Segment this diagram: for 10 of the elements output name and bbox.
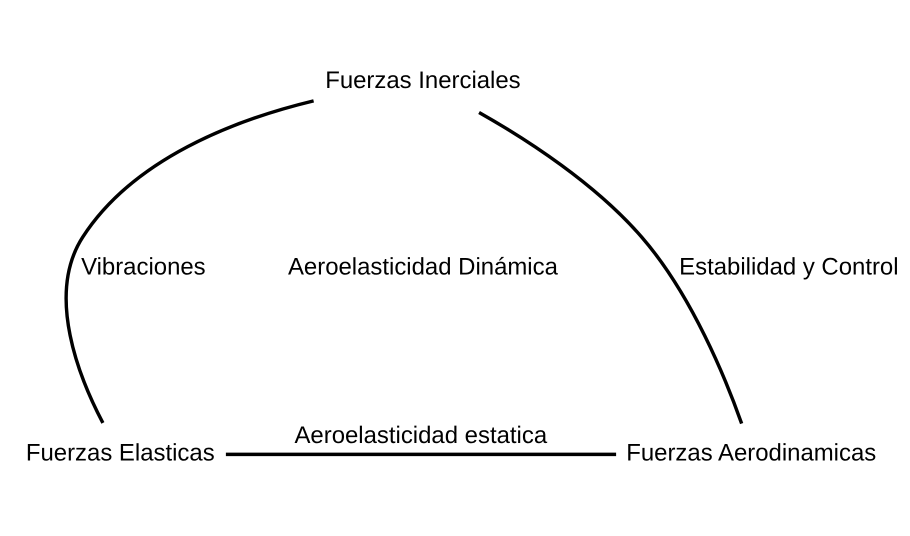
connector bbox=[226, 452, 616, 456]
connector bbox=[64, 99, 314, 424]
connector bbox=[478, 110, 744, 424]
node-text: Fuerzas Elasticas bbox=[26, 440, 215, 467]
edge-label: Estabilidad y Control bbox=[679, 253, 899, 280]
node-text: Fuerzas Aerodinamicas bbox=[626, 440, 876, 467]
edge-label: Aeroelasticidad estatica bbox=[294, 422, 548, 449]
label: Aeroelasticidad Dinámica bbox=[288, 253, 558, 280]
node-text: Fuerzas Inerciales bbox=[325, 66, 521, 94]
edge-label: Vibraciones bbox=[81, 253, 206, 280]
